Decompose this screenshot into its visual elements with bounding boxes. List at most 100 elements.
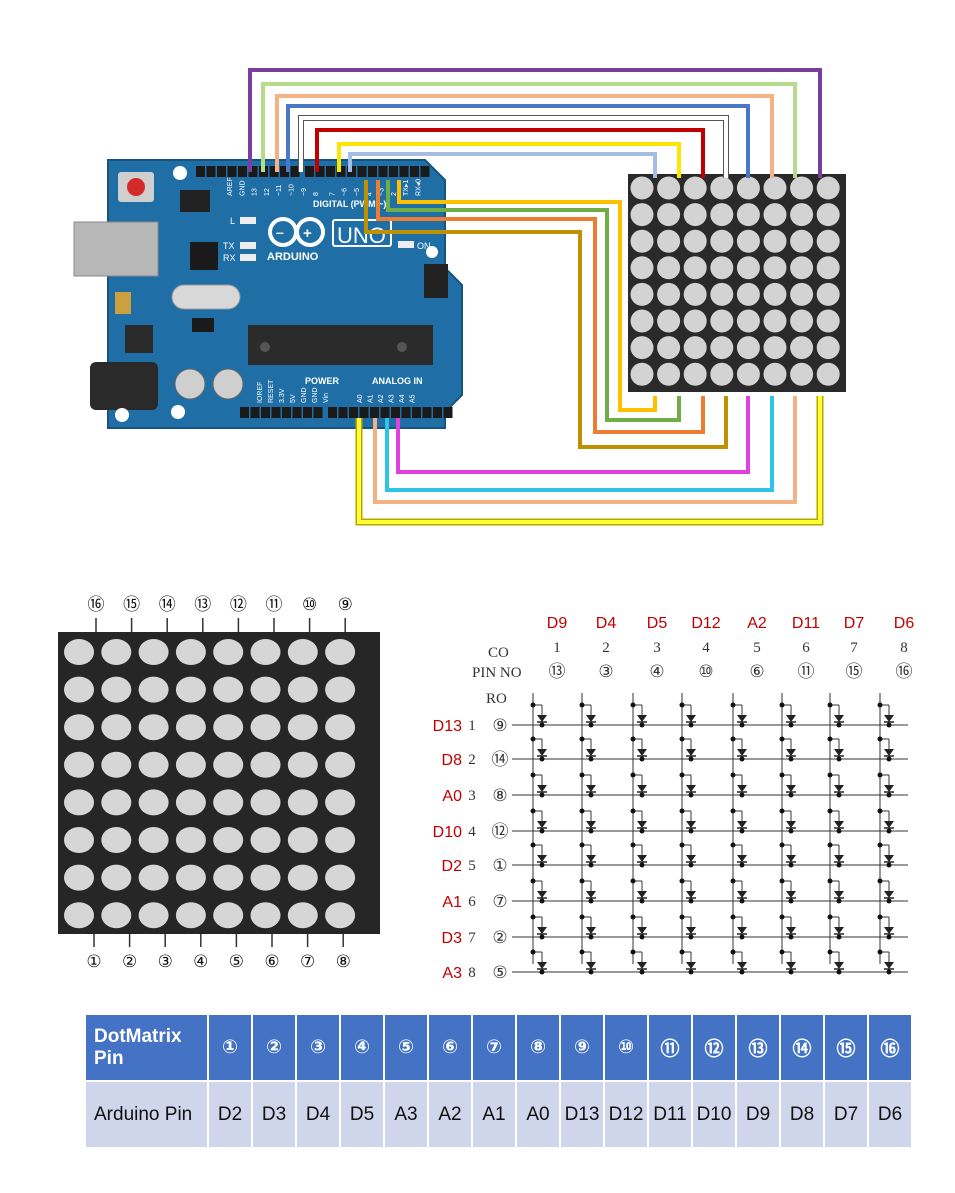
junction-dot <box>730 878 736 884</box>
led-dot <box>657 362 681 386</box>
svg-text:+: + <box>303 225 312 242</box>
led-dot <box>657 282 681 306</box>
junction-dot <box>730 702 736 708</box>
led-dot <box>250 902 281 929</box>
digital-pin-label: GND <box>239 180 246 196</box>
junction-dot <box>639 969 645 975</box>
diode-symbol <box>786 715 796 722</box>
junction-dot <box>630 808 636 814</box>
led-dot <box>287 751 318 778</box>
diode-symbol <box>586 785 596 792</box>
arduino-pin-cell: D4 <box>297 1082 339 1147</box>
junction-dot <box>679 772 685 778</box>
junction-dot <box>579 878 585 884</box>
led-dot <box>213 714 244 741</box>
led-dot <box>175 714 206 741</box>
pin-number-bottom: ③ <box>158 952 173 971</box>
pin-number-bottom: ① <box>86 952 101 971</box>
led-dot <box>736 203 760 227</box>
row-number: 7 <box>468 930 476 946</box>
wire-red <box>315 128 705 178</box>
junction-dot <box>588 722 594 728</box>
led-dot <box>630 229 654 253</box>
junction-dot <box>739 828 745 834</box>
analog-pin-label: A5 <box>410 394 417 403</box>
led-dot <box>64 751 94 778</box>
junction-dot <box>588 862 594 868</box>
junction-dot <box>877 808 883 814</box>
junction-dot <box>779 702 785 708</box>
row-pin: ② <box>492 928 507 947</box>
header-pin <box>422 407 432 418</box>
led-dot <box>175 751 206 778</box>
junction-dot <box>730 736 736 742</box>
diode-symbol <box>884 891 894 898</box>
led-dot <box>175 827 206 853</box>
digital-pin-label: ~5 <box>354 188 361 196</box>
led-dot <box>101 902 132 929</box>
matrix-top-dots <box>630 176 840 386</box>
junction-dot <box>886 934 892 940</box>
led-dot <box>175 789 206 816</box>
junction-dot <box>788 828 794 834</box>
led-l <box>240 217 256 224</box>
header-pin <box>250 407 260 418</box>
pin-number-top: ⑫ <box>230 595 247 614</box>
wire-purple <box>248 68 822 178</box>
digital-pin-label: AREF <box>227 177 234 196</box>
junction-dot <box>539 969 545 975</box>
column-number: 4 <box>702 640 710 656</box>
junction-dot <box>679 842 685 848</box>
led-dot <box>657 336 681 360</box>
arduino-pin-cell: A0 <box>517 1082 559 1147</box>
led-dot <box>138 902 169 929</box>
tantalum-cap <box>115 292 131 314</box>
wire-green <box>386 180 681 422</box>
diode-symbol <box>586 962 596 969</box>
dot-pin-cell: ⑦ <box>473 1015 515 1080</box>
led-dot <box>64 789 94 816</box>
diode-symbol <box>686 821 696 828</box>
led-dot <box>657 229 681 253</box>
junction-dot <box>886 792 892 798</box>
model-label: UNO <box>337 223 386 248</box>
diode-symbol <box>686 891 696 898</box>
junction-dot <box>886 969 892 975</box>
diode-symbol <box>834 715 844 722</box>
dot-pin-cell: ② <box>253 1015 295 1080</box>
digital-pin-label: ~10 <box>289 184 296 196</box>
wire-lightgreen <box>261 82 797 178</box>
row-arduino-pin: A0 <box>442 788 462 805</box>
icsp-header <box>180 190 210 212</box>
wire-brightorange <box>376 180 705 434</box>
junction-dot <box>539 756 545 762</box>
row-arduino-pin: D13 <box>433 718 462 735</box>
junction-dot <box>827 949 833 955</box>
header-label: DotMatrix Pin <box>86 1015 207 1080</box>
led-dot <box>287 827 318 853</box>
row-number: 8 <box>468 965 476 981</box>
header-pin <box>227 166 237 177</box>
chip-notch <box>397 342 407 352</box>
column-number: 8 <box>900 640 908 656</box>
row-number: 1 <box>468 718 476 734</box>
column-number: 2 <box>602 640 610 656</box>
row-pin: ⑧ <box>492 786 507 805</box>
dot-pin-cell: ⑤ <box>385 1015 427 1080</box>
header-pin <box>240 407 249 418</box>
power-header <box>240 407 453 418</box>
row-pin: ⑨ <box>492 716 507 735</box>
column-arduino-pin: A2 <box>747 615 767 632</box>
wire-cyan <box>385 396 774 492</box>
row-pin: ⑤ <box>492 963 507 982</box>
led-dot <box>287 714 318 741</box>
header-pin <box>349 407 358 418</box>
junction-dot <box>688 828 694 834</box>
led-dot <box>816 282 840 306</box>
dot-pin-cell: ⑩ <box>605 1015 647 1080</box>
arduino-pin-cell: D7 <box>825 1082 867 1147</box>
column-number: 1 <box>553 640 561 656</box>
reset-button <box>127 178 145 196</box>
power-pin-label: IOREF <box>257 382 264 403</box>
